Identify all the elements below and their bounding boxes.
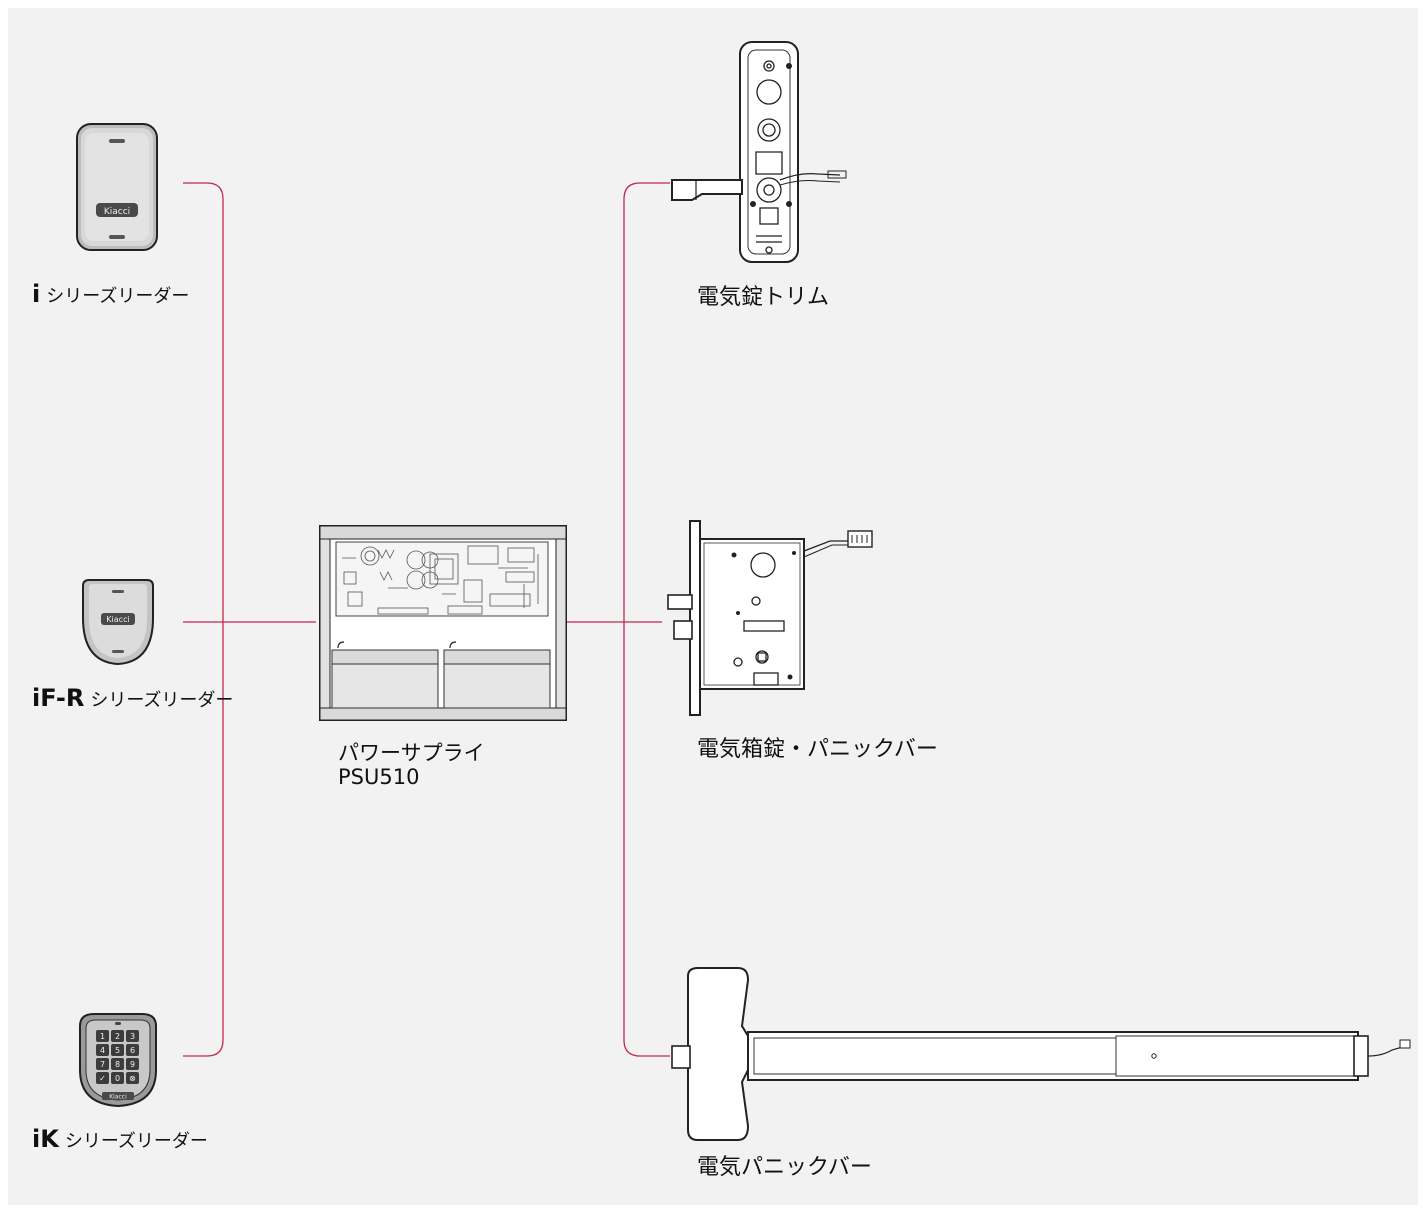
keypad-key-label: 7 — [100, 1060, 105, 1069]
mortise-lock-icon — [667, 520, 873, 716]
keypad-key-label: 0 — [115, 1074, 120, 1083]
keypad-key — [96, 1058, 109, 1070]
electric-trim-icon — [671, 41, 847, 263]
psu-label-line1: パワーサプライ — [338, 741, 485, 765]
keypad-key — [96, 1072, 109, 1084]
reader-brand-text: Kiacci — [104, 207, 130, 217]
lock-label-panic-bar: 電気パニックバー — [697, 1155, 872, 1180]
reader-series-name: iK — [32, 1125, 59, 1153]
keypad-key-label: 1 — [100, 1032, 105, 1041]
power-supply-icon — [319, 525, 567, 721]
lock-label-trim: 電気錠トリム — [697, 285, 830, 310]
keypad-key-label: 6 — [130, 1046, 135, 1055]
keypad-key-label: 3 — [130, 1032, 135, 1041]
keypad-grid: 1 2 3 4 5 6 7 8 9 ✓ 0 ⊗ — [96, 1030, 139, 1084]
reader-bus-wire — [183, 182, 224, 1057]
keypad-key-label: ✓ — [99, 1074, 106, 1083]
keypad-key-label: ⊗ — [129, 1074, 136, 1083]
lock-label-mortise: 電気箱錠・パニックバー — [697, 737, 938, 762]
keypad-key — [126, 1058, 139, 1070]
reader-brand-text: Kiacci — [106, 615, 129, 624]
reader-series-name: iF-R — [32, 684, 85, 712]
reader-series-suffix: シリーズリーダー — [64, 1131, 208, 1152]
keypad-key — [126, 1030, 139, 1042]
psu-label-line2: PSU510 — [338, 765, 420, 790]
lock-bus-wire — [623, 182, 670, 1057]
keypad-key — [111, 1044, 124, 1056]
reader-series-name: i — [32, 280, 41, 308]
panic-bar-icon — [671, 967, 1411, 1141]
reader-series-suffix: シリーズリーダー — [46, 286, 190, 307]
keypad-key — [126, 1072, 139, 1084]
keypad-key-label: 9 — [130, 1060, 135, 1069]
keypad-key-label: 4 — [100, 1046, 105, 1055]
keypad-key — [96, 1044, 109, 1056]
reader-series-suffix: シリーズリーダー — [90, 690, 234, 711]
keypad-reader-icon: 1 2 3 4 5 6 7 8 9 ✓ 0 ⊗ Kiacci — [79, 1013, 157, 1108]
keypad-key — [111, 1030, 124, 1042]
reader-brand-text: Kiacci — [109, 1094, 127, 1101]
keypad-key — [111, 1072, 124, 1084]
keypad-key-label: 5 — [115, 1046, 120, 1055]
keypad-key-label: 2 — [115, 1032, 120, 1041]
keypad-key-label: 8 — [115, 1060, 120, 1069]
keypad-key — [126, 1044, 139, 1056]
keypad-key — [111, 1058, 124, 1070]
psu-label: パワーサプライ PSU510 — [338, 741, 485, 789]
fingerprint-reader-icon: Kiacci — [82, 579, 154, 666]
keypad-key — [96, 1030, 109, 1042]
card-reader-icon: Kiacci — [76, 123, 158, 251]
